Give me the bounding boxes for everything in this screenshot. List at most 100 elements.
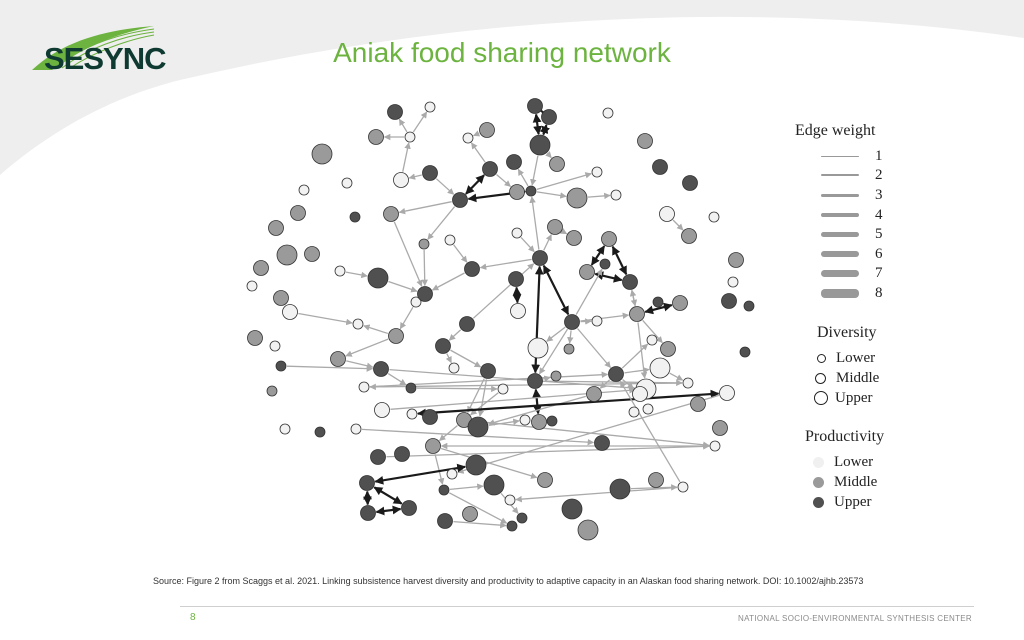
network-node bbox=[462, 132, 474, 144]
page-title: Aniak food sharing network bbox=[333, 37, 671, 68]
network-node bbox=[341, 177, 353, 189]
network-node bbox=[418, 238, 430, 250]
network-node bbox=[268, 220, 284, 236]
legend-productivity-middle: Middle bbox=[795, 472, 877, 492]
network-edge bbox=[542, 264, 570, 316]
network-node bbox=[566, 187, 588, 209]
network-edge bbox=[417, 389, 720, 418]
network-edge bbox=[450, 349, 482, 368]
network-node bbox=[350, 423, 362, 435]
network-node bbox=[425, 438, 441, 454]
network-edge bbox=[434, 454, 445, 485]
network-edge bbox=[538, 328, 569, 375]
network-edge bbox=[567, 330, 574, 344]
source-citation: Source: Figure 2 from Scaggs et al. 2021… bbox=[153, 576, 864, 586]
network-edge bbox=[543, 379, 683, 387]
network-edge bbox=[448, 492, 508, 524]
network-node bbox=[422, 165, 438, 181]
network-edge bbox=[637, 322, 648, 379]
network-node bbox=[393, 172, 409, 188]
network-node bbox=[519, 414, 531, 426]
network-node bbox=[541, 109, 557, 125]
network-edge bbox=[644, 302, 673, 315]
legend-diversity-middle: Middle bbox=[795, 368, 879, 388]
network-node bbox=[527, 337, 549, 359]
network-edge bbox=[580, 312, 630, 322]
network-edge bbox=[545, 151, 552, 159]
network-node bbox=[483, 474, 505, 496]
network-edge bbox=[421, 249, 428, 287]
network-edge bbox=[669, 372, 684, 381]
network-edge bbox=[520, 236, 535, 253]
network-node bbox=[591, 166, 603, 178]
network-node bbox=[649, 357, 671, 379]
network-node bbox=[637, 133, 653, 149]
legend-productivity-upper: Upper bbox=[795, 492, 872, 512]
network-node bbox=[358, 381, 370, 393]
network-node bbox=[367, 267, 389, 289]
network-node bbox=[298, 184, 310, 196]
network-node bbox=[529, 134, 551, 156]
network-node bbox=[506, 520, 518, 532]
network-node bbox=[712, 420, 728, 436]
network-node bbox=[452, 192, 468, 208]
network-edge bbox=[298, 312, 353, 326]
network-node bbox=[609, 478, 631, 500]
network-node bbox=[464, 261, 480, 277]
network-node bbox=[448, 362, 460, 374]
network-node bbox=[652, 159, 668, 175]
network-edge bbox=[515, 486, 678, 503]
network-edge bbox=[590, 245, 606, 266]
network-node bbox=[383, 206, 399, 222]
legend-edge-3: 3 bbox=[795, 185, 883, 205]
network-node bbox=[401, 500, 417, 516]
network-node bbox=[739, 346, 751, 358]
network-node bbox=[479, 122, 495, 138]
network-node bbox=[311, 143, 333, 165]
network-edge bbox=[457, 394, 720, 474]
network-node bbox=[352, 318, 364, 330]
network-node bbox=[279, 423, 291, 435]
network-node bbox=[438, 484, 450, 496]
network-edge bbox=[587, 192, 611, 200]
network-node bbox=[459, 316, 475, 332]
network-node bbox=[480, 363, 496, 379]
legend-edge-6: 6 bbox=[795, 244, 883, 264]
network-edge bbox=[488, 418, 520, 427]
network-node bbox=[266, 385, 278, 397]
footer-divider bbox=[180, 606, 974, 607]
network-node bbox=[511, 227, 523, 239]
network-edge bbox=[286, 365, 374, 372]
network-edge bbox=[539, 124, 550, 136]
network-node bbox=[516, 512, 528, 524]
network-node bbox=[406, 408, 418, 420]
network-edge bbox=[412, 111, 428, 133]
network-edge bbox=[546, 326, 566, 342]
network-edge bbox=[416, 385, 498, 393]
network-node bbox=[681, 228, 697, 244]
network-edge bbox=[536, 172, 592, 190]
network-node bbox=[525, 185, 537, 197]
legend-productivity-title: Productivity bbox=[805, 428, 885, 445]
network-edge bbox=[611, 245, 628, 276]
network-edge bbox=[465, 174, 485, 195]
logo-swoosh-icon bbox=[32, 26, 155, 70]
network-node bbox=[269, 340, 281, 352]
legend-edge-5: 5 bbox=[795, 224, 883, 244]
network-node bbox=[527, 98, 543, 114]
network-node bbox=[437, 513, 453, 529]
network-edge bbox=[448, 329, 462, 341]
network-node bbox=[273, 290, 289, 306]
network-node bbox=[586, 386, 602, 402]
logo-text: SESYNC bbox=[44, 41, 166, 76]
network-node bbox=[394, 446, 410, 462]
network-node bbox=[276, 244, 298, 266]
network-node bbox=[728, 252, 744, 268]
network-node bbox=[721, 293, 737, 309]
network-edge bbox=[517, 168, 529, 187]
network-node bbox=[632, 386, 648, 402]
network-node bbox=[628, 406, 640, 418]
network-node bbox=[677, 481, 689, 493]
network-node bbox=[652, 296, 664, 308]
